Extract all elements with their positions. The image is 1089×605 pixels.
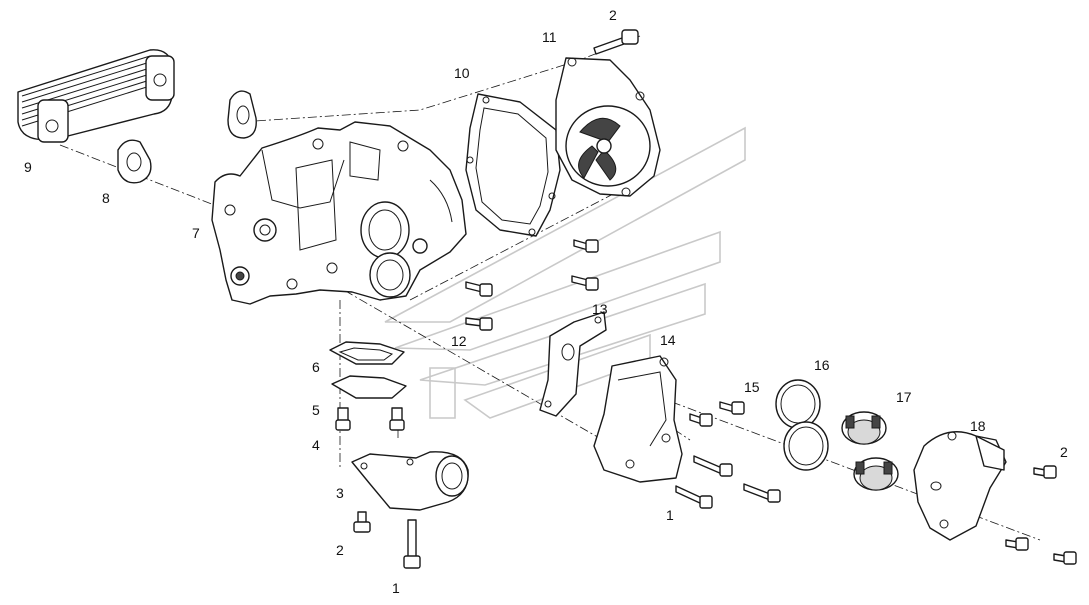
callout-18: 18 bbox=[970, 418, 986, 434]
thermostats-part-17 bbox=[841, 411, 899, 491]
callout-14: 14 bbox=[660, 332, 676, 348]
callout-16: 16 bbox=[814, 357, 830, 373]
o-rings-part-16 bbox=[775, 379, 829, 471]
callout-7: 7 bbox=[192, 225, 200, 241]
callout-8: 8 bbox=[102, 190, 110, 206]
housing-part-14 bbox=[593, 355, 683, 483]
callout-11: 11 bbox=[542, 29, 557, 45]
bolts-part-15 bbox=[675, 401, 781, 509]
gasket-part-8 bbox=[117, 139, 152, 184]
housing-part-7 bbox=[211, 121, 467, 305]
callout-6: 6 bbox=[312, 359, 320, 375]
callout-15: 15 bbox=[744, 379, 760, 395]
water-pump-part-11 bbox=[555, 57, 661, 197]
gasket-part-10 bbox=[465, 93, 561, 237]
callout-13: 13 bbox=[592, 301, 608, 317]
callout-2-top: 2 bbox=[609, 7, 617, 23]
callout-9: 9 bbox=[24, 159, 32, 175]
bolt-part-1-left bbox=[403, 519, 421, 569]
callout-labels: 1 1 2 2 2 3 4 5 6 7 8 9 10 11 12 13 14 1… bbox=[24, 7, 1068, 596]
callout-1-bottom: 1 bbox=[392, 580, 400, 596]
callout-3: 3 bbox=[336, 485, 344, 501]
callout-1-right: 1 bbox=[666, 507, 674, 523]
plate-part-5 bbox=[331, 375, 407, 399]
gasket-upper bbox=[227, 90, 257, 139]
callout-2-left: 2 bbox=[336, 542, 344, 558]
bolts-part-2-right bbox=[1005, 465, 1077, 565]
gasket-part-13 bbox=[539, 311, 607, 417]
callout-10: 10 bbox=[454, 65, 470, 81]
bolts-part-4 bbox=[335, 407, 405, 431]
oil-cooler-part-9 bbox=[17, 49, 175, 143]
gasket-part-6 bbox=[329, 341, 405, 365]
elbow-part-3 bbox=[351, 451, 469, 511]
callout-5: 5 bbox=[312, 402, 320, 418]
bolt-part-2-top bbox=[593, 29, 639, 55]
callout-17: 17 bbox=[896, 389, 912, 405]
callout-12: 12 bbox=[451, 333, 467, 349]
bolts-part-12 bbox=[465, 239, 599, 331]
thermostat-cover-part-18 bbox=[913, 431, 1007, 541]
callout-2-right: 2 bbox=[1060, 444, 1068, 460]
bolt-part-2-left bbox=[353, 511, 371, 533]
callout-4: 4 bbox=[312, 437, 320, 453]
